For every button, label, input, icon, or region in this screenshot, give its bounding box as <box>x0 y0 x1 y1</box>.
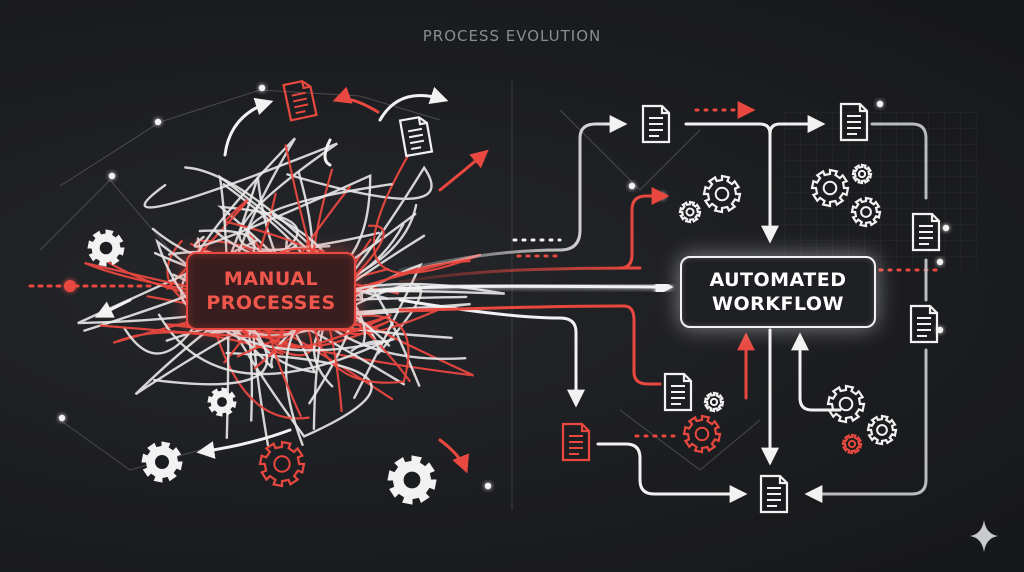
gear-outline <box>826 384 866 424</box>
gear-icon <box>387 455 437 505</box>
gear-hub <box>694 426 710 442</box>
gear-outline <box>841 433 863 455</box>
gear-outline <box>682 414 722 454</box>
diagram-title: PROCESS EVOLUTION <box>422 27 602 45</box>
gear-icon <box>810 168 850 208</box>
workflow-connectors <box>28 101 965 503</box>
gear-hub <box>403 471 421 489</box>
sparkle-icon <box>970 520 998 552</box>
gear-hub <box>99 241 113 255</box>
tangle-line <box>143 142 380 251</box>
gear-hub <box>685 207 695 217</box>
background-grid <box>780 110 980 270</box>
glow-dot <box>108 172 116 180</box>
chaos-arrows <box>94 86 489 474</box>
gear-outline <box>703 391 725 413</box>
glow-dot <box>258 84 266 92</box>
gear-icon <box>678 200 702 224</box>
convergence-lines <box>378 115 674 408</box>
document-icon <box>909 304 939 344</box>
gear-outline <box>851 163 873 185</box>
document-icon <box>663 372 693 412</box>
gear-icon <box>141 441 183 483</box>
automated-workflow-box: AUTOMATED WORKFLOW <box>680 256 876 328</box>
gear-icon <box>841 433 863 455</box>
glow-dot <box>942 224 950 232</box>
gear-icon <box>826 384 866 424</box>
manual-label-line2: PROCESSES <box>206 292 336 314</box>
glow-dot <box>936 258 944 266</box>
gear-hub <box>860 206 872 218</box>
manual-processes-box: MANUAL PROCESSES <box>186 252 356 330</box>
gear-hub <box>709 397 719 407</box>
tangle-line <box>253 224 471 370</box>
gear-icon <box>87 229 125 267</box>
glow-dot <box>484 482 492 490</box>
gear-hub <box>155 455 169 469</box>
gear-outline <box>258 440 306 488</box>
gear-hub <box>273 455 291 473</box>
glow-dot <box>628 182 636 190</box>
gear-outline <box>678 200 702 224</box>
glow-dot <box>154 118 162 126</box>
document-icon <box>641 104 671 144</box>
gear-hub <box>876 424 888 436</box>
gear-hub <box>217 397 227 407</box>
manual-label-line1: MANUAL <box>223 268 319 290</box>
document-icon <box>759 474 789 514</box>
gear-icon <box>850 196 882 228</box>
gear-icon <box>207 387 237 417</box>
document-icon <box>282 78 318 122</box>
gear-icon <box>851 163 873 185</box>
gear-hub <box>838 396 854 412</box>
document-icon <box>561 422 591 462</box>
gear-outline <box>866 414 898 446</box>
gear-hub <box>822 180 838 196</box>
glow-dot <box>936 326 944 334</box>
automated-label-line2: WORKFLOW <box>712 293 844 315</box>
gear-hub <box>847 439 857 449</box>
gear-outline <box>850 196 882 228</box>
gears <box>87 163 898 505</box>
gear-icon <box>866 414 898 446</box>
tangle-line <box>153 238 395 386</box>
gear-icon <box>682 414 722 454</box>
document-icon <box>398 114 434 158</box>
glow-dot <box>58 414 66 422</box>
glow-dot <box>876 100 884 108</box>
gear-icon <box>258 440 306 488</box>
gear-icon <box>703 391 725 413</box>
tangle-line <box>157 313 389 376</box>
gear-hub <box>857 169 867 179</box>
gear-outline <box>810 168 850 208</box>
gear-outline <box>702 174 742 214</box>
automated-label-line1: AUTOMATED <box>709 269 847 291</box>
gear-icon <box>702 174 742 214</box>
gear-hub <box>714 186 730 202</box>
